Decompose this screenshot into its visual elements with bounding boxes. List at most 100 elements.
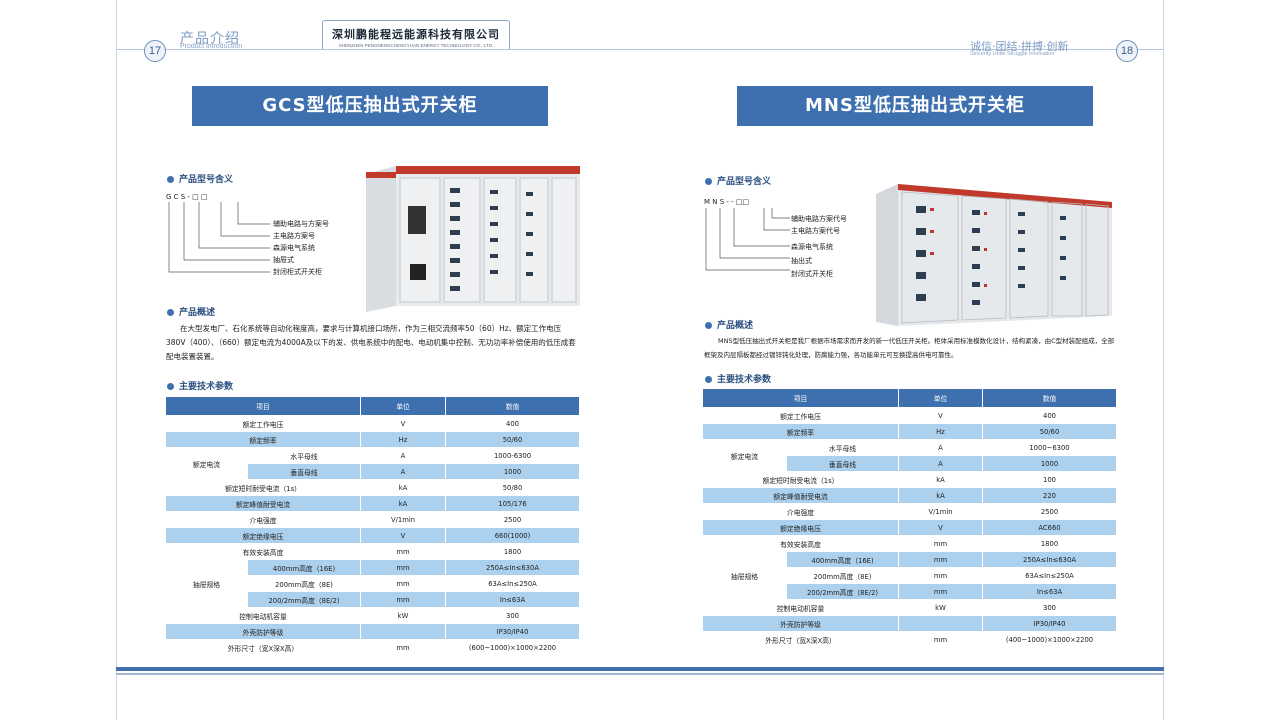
- cell-unit: V/1min: [898, 503, 983, 520]
- table-row: 额定工作电压 V 400: [165, 415, 580, 432]
- col-value-header: 数值: [445, 396, 580, 416]
- cell-item: 400mm高度（16E): [786, 551, 899, 568]
- cell-value: 1800: [445, 543, 580, 560]
- table-row: 垂直母线 A 1000: [703, 455, 1117, 472]
- cell-item: 有效安装高度: [165, 543, 361, 560]
- cell-unit: A: [360, 447, 446, 464]
- right-product-title: MNS型低压抽出式开关柜: [737, 86, 1093, 126]
- cell-value: 105/176: [445, 495, 580, 512]
- left-params-section: 主要技术参数: [167, 379, 233, 392]
- cell-unit: V: [360, 415, 446, 432]
- cell-item: 额定短时耐受电流（1s）: [165, 479, 361, 496]
- cell-value: IP30/IP40: [982, 615, 1117, 632]
- table-row: 外壳防护等级 IP30/IP40: [165, 623, 580, 640]
- cell-unit: V: [898, 407, 983, 424]
- table-row: 额定峰值耐受电流 kA 220: [702, 487, 1117, 504]
- cell-value: (600~1000)×1000×2200: [445, 639, 580, 656]
- right-overview-text: MNS型低压抽出式开关柜是我厂根据市场需求而开发的新一代低压开关柜。柜体采用标准…: [704, 337, 1115, 359]
- right-page-number: 18: [1116, 40, 1138, 62]
- table-row: 200/2mm高度（8E/2) mm In≤63A: [166, 591, 580, 608]
- right-overview-section-label: 产品概述: [717, 321, 754, 331]
- cell-unit: kW: [898, 599, 983, 616]
- cell-unit: V/1min: [360, 511, 446, 528]
- cell-unit: A: [898, 455, 983, 472]
- cell-unit: mm: [898, 583, 983, 600]
- cell-item: 额定短时耐受电流（1s）: [702, 471, 899, 488]
- cell-value: 660(1000): [445, 527, 580, 544]
- right-spec-table: 项目 单位 数值 额定工作电压 V 400 额定频率 Hz 50/60 额定电流…: [702, 388, 1117, 648]
- bullet-icon: [705, 376, 712, 383]
- table-header-row: 项目 单位 数值: [702, 388, 1117, 408]
- left-product-title: GCS型低压抽出式开关柜: [192, 86, 548, 126]
- table-row: 200mm高度（8E) mm 63A≤In≤250A: [703, 567, 1117, 584]
- cell-group: 额定电流: [165, 447, 248, 480]
- cell-item: 外形尺寸（宽X深X高）: [165, 639, 361, 656]
- left-model-section: 产品型号含义: [167, 172, 233, 185]
- bullet-icon: [167, 383, 174, 390]
- cell-value: 1000: [445, 463, 580, 480]
- cell-unit: [360, 623, 446, 640]
- cell-unit: Hz: [898, 423, 983, 440]
- cell-item: 介电强度: [165, 511, 361, 528]
- col-unit-header: 单位: [898, 388, 983, 408]
- cell-unit: mm: [898, 551, 983, 568]
- cell-unit: kA: [898, 487, 983, 504]
- cell-unit: A: [360, 463, 446, 480]
- table-row: 200mm高度（8E) mm 63A≤In≤250A: [166, 575, 580, 592]
- right-model-label-2: 主电路方案代号: [791, 227, 840, 235]
- mns-cabinet-image: [876, 184, 1112, 326]
- cell-unit: kA: [360, 495, 446, 512]
- table-row: 额定频率 Hz 50/60: [165, 431, 580, 448]
- col-value-header: 数值: [982, 388, 1117, 408]
- cell-item: 垂直母线: [247, 463, 361, 480]
- cell-unit: kA: [360, 479, 446, 496]
- cell-item: 额定峰值耐受电流: [702, 487, 899, 504]
- gcs-cabinet-image: [366, 166, 580, 312]
- table-row: 控制电动机容量 kW 300: [165, 607, 580, 624]
- table-row: 抽屉规格 400mm高度（16E) mm 250A≤In≤630A: [702, 551, 1117, 600]
- cell-value: 2500: [445, 511, 580, 528]
- cell-item: 外形尺寸（宽X深X高）: [702, 631, 899, 648]
- right-model-code: M N S - - □□: [704, 198, 750, 206]
- cell-value: 220: [982, 487, 1117, 504]
- right-header-slogan: 诚信·团结·拼搏·创新: [970, 40, 1069, 53]
- left-header-subtitle: Product introduction: [180, 43, 243, 50]
- footer-rule: [116, 673, 1164, 675]
- bullet-icon: [167, 309, 174, 316]
- cell-item: 控制电动机容量: [165, 607, 361, 624]
- right-model-diagram: [705, 208, 790, 271]
- table-row: 额定短时耐受电流（1s） kA 100: [702, 471, 1117, 488]
- cell-item: 200/2mm高度（8E/2): [247, 591, 361, 608]
- cell-item: 400mm高度（16E): [247, 559, 361, 576]
- company-name: 深圳鹏能程远能源科技有限公司: [332, 28, 500, 41]
- cell-unit: A: [898, 439, 983, 456]
- right-params-section-label: 主要技术参数: [717, 375, 772, 385]
- table-row: 外形尺寸（宽X深X高） mm (600~1000)×1000×2200: [165, 639, 580, 656]
- cell-value: IP30/IP40: [445, 623, 580, 640]
- left-model-label-2: 主电路方案号: [273, 232, 315, 240]
- cell-value: 50/60: [445, 431, 580, 448]
- cell-value: 2500: [982, 503, 1117, 520]
- cell-unit: mm: [360, 591, 446, 608]
- table-row: 垂直母线 A 1000: [166, 463, 580, 480]
- left-overview-text: 在大型发电厂、石化系统等自动化程度高，要求与计算机接口场所，作为三相交流频率50…: [166, 324, 576, 361]
- cell-value: 1000~6300: [982, 439, 1117, 456]
- right-model-section: 产品型号含义: [705, 174, 771, 187]
- left-params-section-label: 主要技术参数: [179, 382, 234, 392]
- cell-item: 额定频率: [165, 431, 361, 448]
- left-model-label-3: 森源电气系统: [273, 244, 315, 252]
- right-header-slogan-en: Sincerity Unite Struggle Innovation: [970, 51, 1055, 57]
- table-row: 外形尺寸（宽X深X高） mm (400~1000)×1000×2200: [702, 631, 1117, 648]
- cell-item: 额定峰值耐受电流: [165, 495, 361, 512]
- footer-band: [116, 667, 1164, 671]
- cell-item: 外壳防护等级: [165, 623, 361, 640]
- bullet-icon: [705, 322, 712, 329]
- cell-item: 水平母线: [247, 447, 361, 464]
- cell-value: 50/60: [982, 423, 1117, 440]
- cell-value: 1800: [982, 535, 1117, 552]
- table-row: 抽屉规格 400mm高度（16E) mm 250A≤In≤630A: [165, 559, 580, 608]
- table-row: 控制电动机容量 kW 300: [702, 599, 1117, 616]
- cell-unit: mm: [360, 575, 446, 592]
- table-row: 有效安装高度 mm 1800: [165, 543, 580, 560]
- left-model-label-4: 抽屉式: [273, 256, 294, 264]
